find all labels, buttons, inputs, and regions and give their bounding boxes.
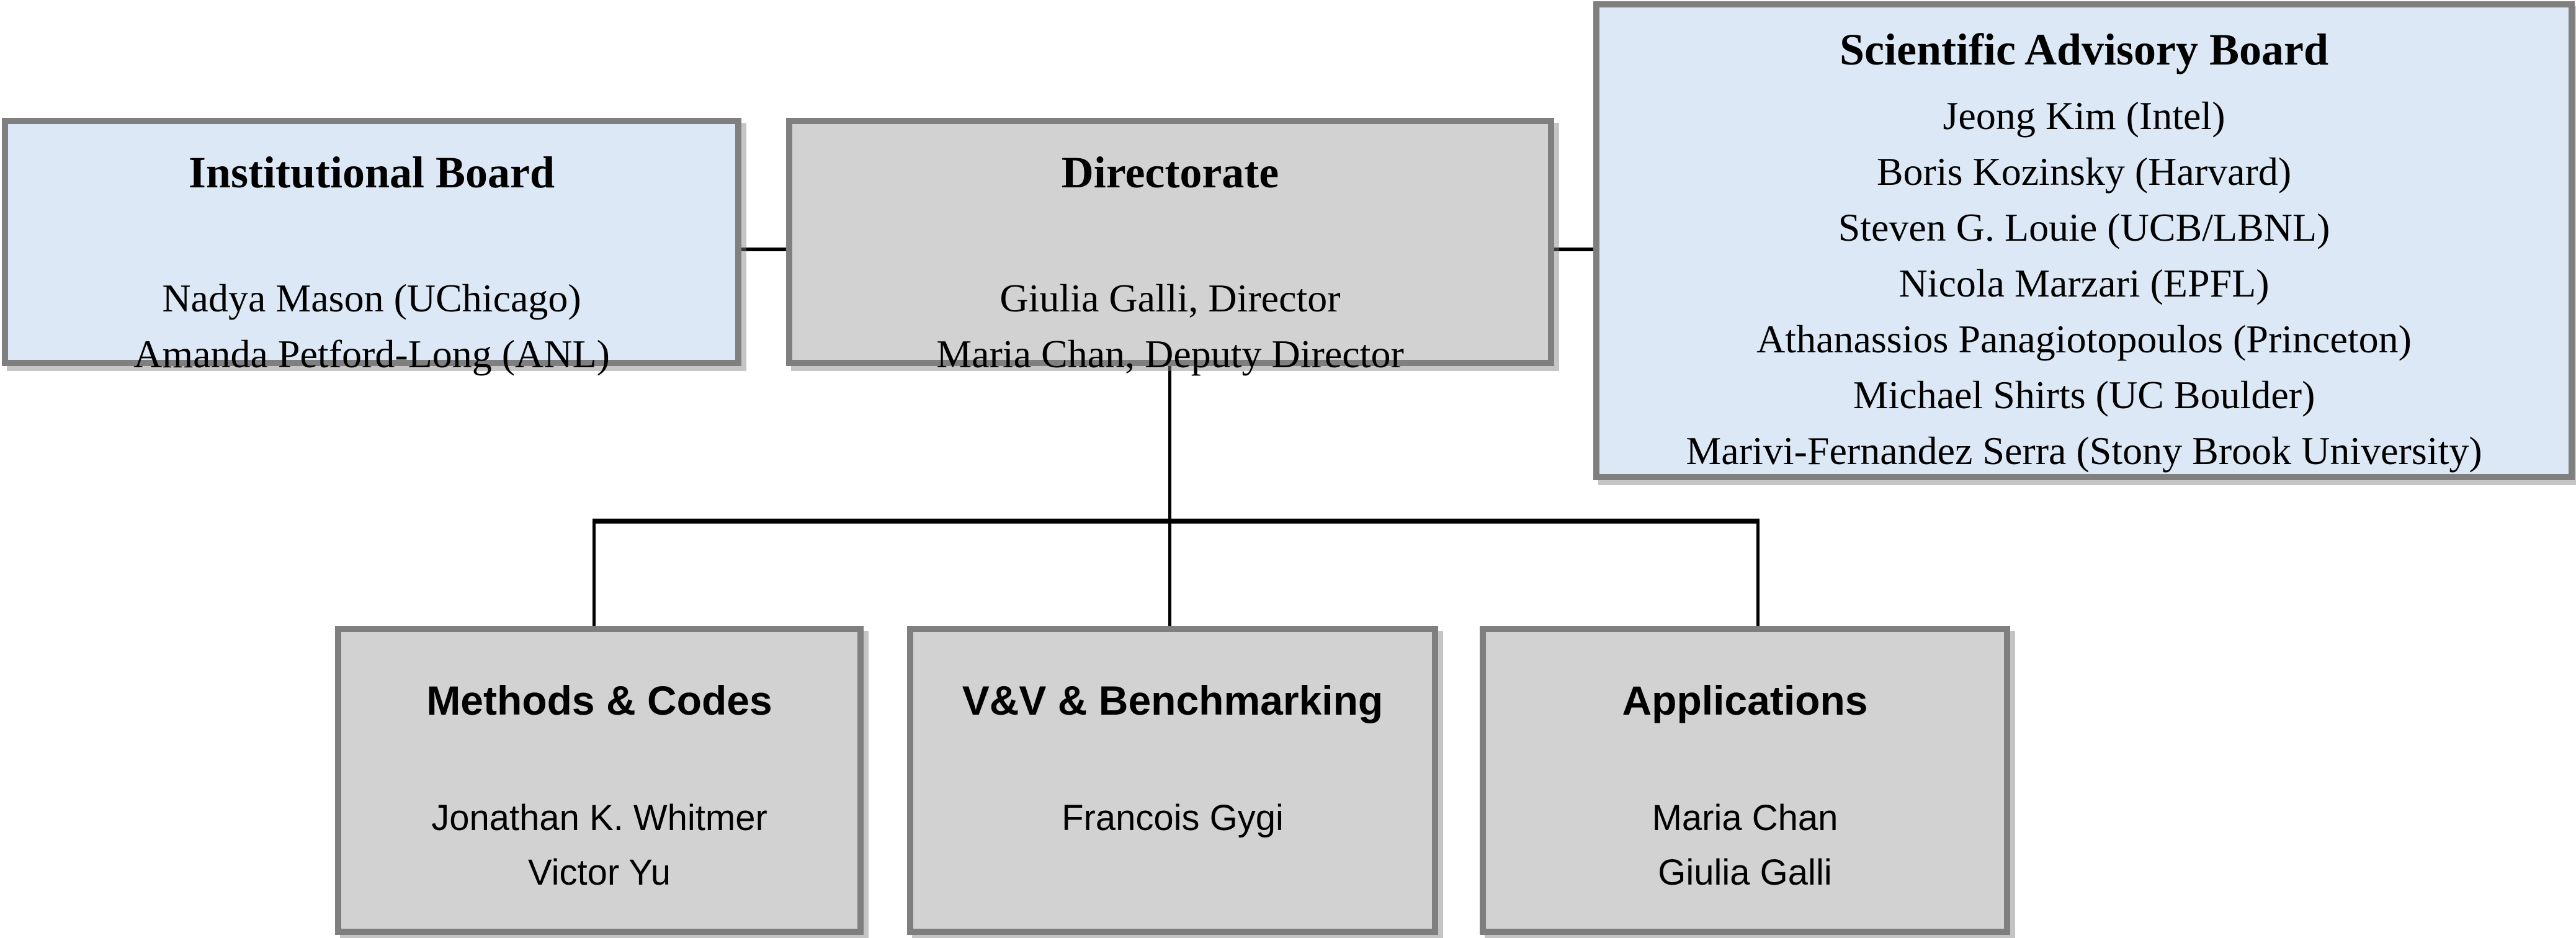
- institutional-board-title: Institutional Board: [188, 148, 555, 197]
- connector-directorate-down-line: [1168, 365, 1171, 627]
- member-name: Victor Yu: [527, 852, 671, 893]
- institutional-board-members: Nadya Mason (UChicago) Amanda Petford-Lon…: [8, 270, 735, 382]
- connector-institutional-to-directorate: [736, 248, 791, 251]
- member-name: Jonathan K. Whitmer: [431, 798, 767, 838]
- scientific-advisory-board-box: Scientific Advisory Board Jeong Kim (Int…: [1593, 1, 2575, 480]
- member-name: Francois Gygi: [1062, 798, 1284, 838]
- member-name: Jeong Kim (Intel): [1943, 94, 2225, 138]
- directorate-title: Directorate: [1061, 148, 1279, 197]
- vv-and-benchmarking-title: V&V & Benchmarking: [962, 677, 1384, 723]
- member-name: Steven G. Louie (UCB/LBNL): [1838, 205, 2330, 249]
- member-name: Maria Chan, Deputy Director: [936, 332, 1404, 376]
- methods-and-codes-title: Methods & Codes: [426, 677, 772, 723]
- applications-title: Applications: [1622, 677, 1868, 723]
- member-name: Athanassios Panagiotopoulos (Princeton): [1756, 317, 2412, 361]
- member-name: Amanda Petford-Long (ANL): [133, 332, 610, 376]
- connector-directorate-to-advisory-board: [1549, 248, 1598, 251]
- connector-horizontal-bar: [593, 519, 1760, 524]
- member-name: Michael Shirts (UC Boulder): [1853, 373, 2315, 417]
- member-name: Nicola Marzari (EPFL): [1898, 261, 2270, 305]
- member-name: Maria Chan: [1652, 798, 1838, 838]
- member-name: Nadya Mason (UChicago): [162, 276, 581, 320]
- vv-and-benchmarking-box: V&V & Benchmarking Francois Gygi: [907, 626, 1438, 935]
- scientific-advisory-board-title: Scientific Advisory Board: [1840, 25, 2328, 74]
- member-name: Boris Kozinsky (Harvard): [1876, 150, 2292, 194]
- member-name: Marivi-Fernandez Serra (Stony Brook Univ…: [1686, 429, 2482, 473]
- member-name: Giulia Galli, Director: [1000, 276, 1341, 320]
- vv-and-benchmarking-members: Francois Gygi: [913, 791, 1432, 846]
- member-name: Giulia Galli: [1658, 852, 1832, 893]
- institutional-board-box: Institutional Board Nadya Mason (UChicag…: [2, 118, 741, 376]
- connector-stub-methods: [593, 524, 596, 627]
- connector-stub-applications: [1756, 524, 1760, 627]
- scientific-advisory-board-members: Jeong Kim (Intel) Boris Kozinsky (Harvard…: [1599, 88, 2569, 479]
